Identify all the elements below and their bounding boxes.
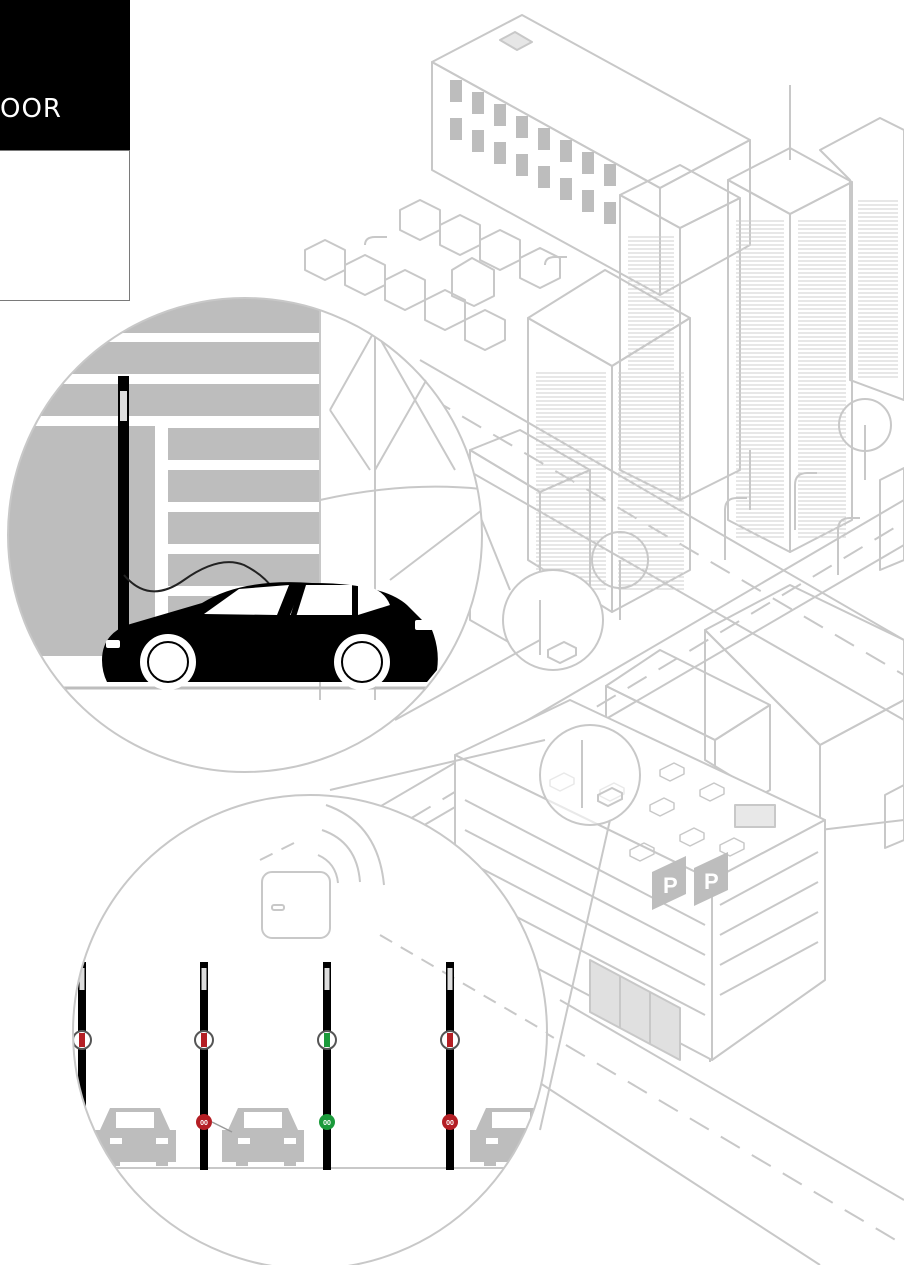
parking-sign-1-text: P <box>663 873 678 898</box>
office-windows <box>450 80 616 224</box>
zoom-indicator-garage <box>540 725 640 825</box>
zoom-indicator-street <box>503 570 603 670</box>
bollard-3-label: 00 <box>323 1120 331 1127</box>
parked-car <box>94 1108 176 1166</box>
bollard-4-label: 00 <box>446 1120 454 1127</box>
parking-sign-2-text: P <box>704 869 719 894</box>
tower-middle <box>728 85 852 552</box>
bollard-1-label: 00 <box>78 1120 86 1127</box>
bollard-2-label: 00 <box>200 1120 208 1127</box>
zoom-circle-charging <box>0 298 490 772</box>
parked-car <box>222 1108 304 1166</box>
